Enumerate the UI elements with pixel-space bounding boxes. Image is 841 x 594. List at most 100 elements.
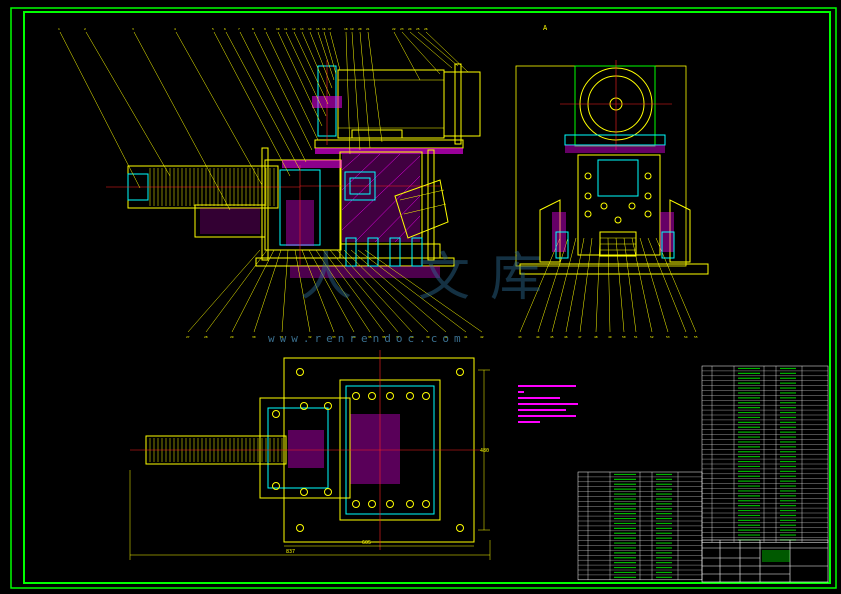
part-label-top: 4 (174, 27, 176, 31)
part-label-bottom: 32 (308, 335, 312, 339)
part-label-top: 6 (224, 27, 226, 31)
leader-line-top (239, 31, 307, 163)
watermark-glyph-1: 人 (300, 248, 353, 308)
leader-line-top (225, 31, 301, 171)
top-leader-lines (59, 31, 469, 211)
leader-line-bottom (647, 237, 687, 333)
section-mark: A (543, 24, 548, 32)
part-label-top: 22 (392, 27, 396, 31)
leader-line-bottom (315, 249, 371, 333)
dim-width-inner: 605 (362, 540, 371, 546)
leader-line-top (409, 31, 453, 69)
leader-line-bottom (639, 237, 669, 333)
part-label-bottom: 53 (666, 335, 670, 339)
leader-line-bottom (187, 249, 261, 333)
part-label-bottom: 36 (382, 335, 386, 339)
watermark-glyph-3: 库 (490, 248, 543, 308)
leader-line-top (425, 31, 469, 73)
leader-line-top (329, 31, 341, 71)
dim-width-total: 837 (286, 549, 295, 555)
part-label-bottom: 33 (332, 335, 336, 339)
part-label-bottom: 38 (410, 335, 414, 339)
leader-line-bottom (294, 249, 311, 333)
part-label-bottom: 35 (368, 335, 372, 339)
leader-line-bottom (205, 249, 268, 333)
part-label-top: 1 (58, 27, 60, 31)
part-label-top: 11 (284, 27, 288, 31)
leader-line-top (351, 31, 361, 151)
leader-line-bottom (301, 249, 335, 333)
part-label-top: 15 (316, 27, 320, 31)
part-label-bottom: 50 (622, 335, 626, 339)
leader-line-bottom (537, 237, 569, 333)
part-label-top: 9 (264, 27, 266, 31)
leader-line-bottom (231, 249, 275, 333)
leader-line-bottom (607, 237, 611, 333)
part-label-top: 26 (424, 27, 428, 31)
part-label-top: 8 (252, 27, 254, 31)
part-label-bottom: 34 (352, 335, 356, 339)
leader-line-top (277, 31, 323, 127)
part-label-top: 16 (322, 27, 326, 31)
part-label-top: 25 (416, 27, 420, 31)
part-label-top: 17 (328, 27, 332, 31)
part-label-bottom: 49 (608, 335, 612, 339)
leader-line-top (393, 31, 421, 81)
part-label-top: 10 (276, 27, 280, 31)
leader-line-top (85, 31, 171, 177)
part-label-bottom: 27 (186, 335, 190, 339)
leader-line-bottom (322, 249, 385, 333)
part-label-top: 3 (132, 27, 134, 31)
part-label-bottom: 45 (550, 335, 554, 339)
part-label-bottom: 41 (464, 335, 468, 339)
part-label-bottom: 55 (694, 335, 698, 339)
leader-line-top (293, 31, 329, 105)
leader-line-top (253, 31, 313, 151)
leader-line-bottom (343, 249, 429, 333)
part-label-bottom: 30 (252, 335, 256, 339)
leader-line-bottom (364, 249, 483, 333)
watermark-glyph-2: 文 (418, 248, 471, 308)
leader-line-top (265, 31, 319, 141)
leader-line-top (213, 31, 291, 177)
technical-notes (518, 385, 578, 423)
outer-frame (10, 7, 837, 589)
leader-line-bottom (551, 237, 577, 333)
leader-line-bottom (336, 249, 413, 333)
leader-line-top (323, 31, 337, 75)
bottom-leader-lines (187, 237, 697, 333)
leader-line-top (301, 31, 331, 97)
leader-line-top (345, 31, 351, 155)
leader-line-top (175, 31, 263, 186)
leader-line-bottom (308, 249, 355, 333)
part-label-bottom: 51 (634, 335, 638, 339)
part-label-bottom: 43 (518, 335, 522, 339)
leader-line-top (133, 31, 231, 211)
part-label-top: 13 (300, 27, 304, 31)
part-label-bottom: 54 (684, 335, 688, 339)
leader-line-bottom (595, 237, 601, 333)
side-view (515, 60, 709, 275)
leader-line-top (59, 31, 141, 189)
leader-line-bottom (281, 249, 289, 333)
part-label-bottom: 37 (396, 335, 400, 339)
part-label-bottom: 44 (536, 335, 540, 339)
part-label-bottom: 39 (426, 335, 430, 339)
leader-line-bottom (623, 237, 637, 333)
part-label-bottom: 31 (280, 335, 284, 339)
part-label-top: 12 (292, 27, 296, 31)
part-label-top: 20 (358, 27, 362, 31)
part-label-bottom: 47 (578, 335, 582, 339)
leader-line-bottom (329, 249, 399, 333)
parts-list-table (701, 365, 829, 543)
part-label-bottom: 46 (564, 335, 568, 339)
leader-line-top (285, 31, 327, 117)
part-label-bottom: 52 (650, 335, 654, 339)
part-label-bottom: 48 (594, 335, 598, 339)
part-label-top: 5 (212, 27, 214, 31)
leader-line-bottom (357, 249, 467, 333)
leader-line-bottom (350, 249, 447, 333)
title-block (701, 539, 829, 583)
